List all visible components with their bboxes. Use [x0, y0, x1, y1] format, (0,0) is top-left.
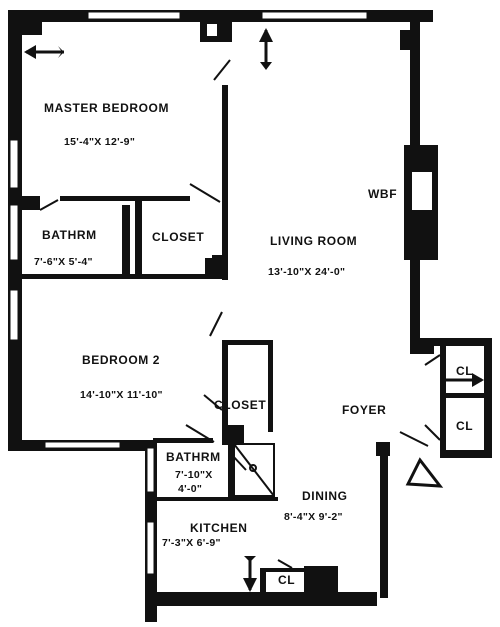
entry-triangle-icon [405, 457, 444, 488]
window [261, 11, 368, 20]
master-bedroom-name: MASTER BEDROOM [44, 101, 169, 115]
interior-walls [22, 10, 490, 596]
wall-post [410, 340, 434, 354]
cl-bottom-name: CL [456, 419, 473, 433]
arrow-up-icon [259, 28, 273, 70]
window [9, 204, 19, 261]
window [146, 447, 155, 493]
kitchen-name: KITCHEN [190, 521, 248, 535]
window [9, 139, 19, 189]
door-swing [189, 183, 221, 203]
wall-post [205, 258, 225, 278]
shower-box [233, 443, 275, 497]
dining-dims: 8'-4"X 9'-2" [284, 511, 343, 523]
living-room-name: LIVING ROOM [270, 234, 357, 248]
wall-closet2-right [268, 340, 273, 432]
door-swing [277, 559, 293, 569]
door-swing [209, 311, 223, 337]
door-swing [203, 394, 223, 411]
wall-closet2-bottom [222, 425, 244, 445]
wall-closets-top [410, 338, 492, 346]
wall-master-living [222, 85, 228, 280]
wall-post [122, 205, 130, 275]
wall-bath-closet [135, 200, 142, 278]
bathroom-1-dims: 7'-6"X 5'-4" [34, 256, 93, 268]
arrow-down-icon [243, 556, 257, 592]
windows [9, 11, 368, 575]
doors [39, 59, 441, 569]
wall-dining-right [380, 448, 388, 598]
wall-kitchen-closet-block [304, 566, 338, 596]
wall-foyer-post [376, 442, 390, 456]
fireplace-opening [412, 172, 432, 210]
symbols [24, 28, 484, 592]
door-swing [231, 454, 247, 471]
window [9, 289, 19, 341]
wall-cl-divider [440, 393, 490, 398]
wall-bedroom2-right [222, 340, 228, 440]
room-labels: MASTER BEDROOM 15'-4"X 12'-9" BATHRM 7'-… [34, 101, 473, 587]
wall-bath2-right [228, 440, 233, 500]
bathroom-2-name: BATHRM [166, 450, 221, 464]
door-swing [399, 431, 429, 447]
wall-post [22, 196, 40, 210]
bathroom-2-dims-line2: 4'-0" [178, 483, 202, 495]
door-swing [424, 354, 441, 366]
bedroom-2-name: BEDROOM 2 [82, 353, 160, 367]
bedroom-2-dims: 14'-10"X 11'-10" [80, 389, 163, 401]
wall-post-inner [207, 24, 217, 36]
cl-top-name: CL [456, 364, 473, 378]
door-swing [39, 199, 59, 211]
wall-closets-bottom [440, 450, 492, 458]
shower-drain [249, 464, 257, 472]
door-swing [185, 424, 215, 443]
window [87, 11, 181, 20]
kitchen-dims: 7'-3"X 6'-9" [162, 537, 221, 549]
window [44, 441, 121, 449]
wall-bath2-bottom [153, 497, 278, 501]
wbf-name: WBF [368, 187, 397, 201]
wall-closet2-top [222, 340, 270, 345]
window [146, 521, 155, 575]
foyer-name: FOYER [342, 403, 386, 417]
living-room-dims: 13'-10"X 24'-0" [268, 266, 345, 278]
arrow-left-icon [24, 45, 64, 59]
wall-kitchen-closet-top [260, 568, 304, 572]
wall-bedroom2-top [22, 274, 224, 279]
wall-cl-left [440, 345, 446, 457]
closet-2-name: CLOSET [214, 398, 266, 412]
dining-name: DINING [302, 489, 348, 503]
closet-1-name: CLOSET [152, 230, 204, 244]
wall-kitchen-closet-left [260, 568, 266, 596]
wall-post [22, 10, 42, 35]
wall-bath2-top [153, 438, 213, 443]
arrow-right-icon [444, 373, 484, 387]
cl-kitchen-name: CL [278, 573, 295, 587]
wall-post [400, 30, 418, 50]
master-bedroom-dims: 15'-4"X 12'-9" [64, 136, 135, 148]
door-swing [213, 59, 231, 81]
bathroom-1-name: BATHRM [42, 228, 97, 242]
bathroom-2-dims-line1: 7'-10"X [175, 469, 213, 481]
wall-master-bottom [60, 196, 190, 201]
door-swing [424, 424, 441, 441]
